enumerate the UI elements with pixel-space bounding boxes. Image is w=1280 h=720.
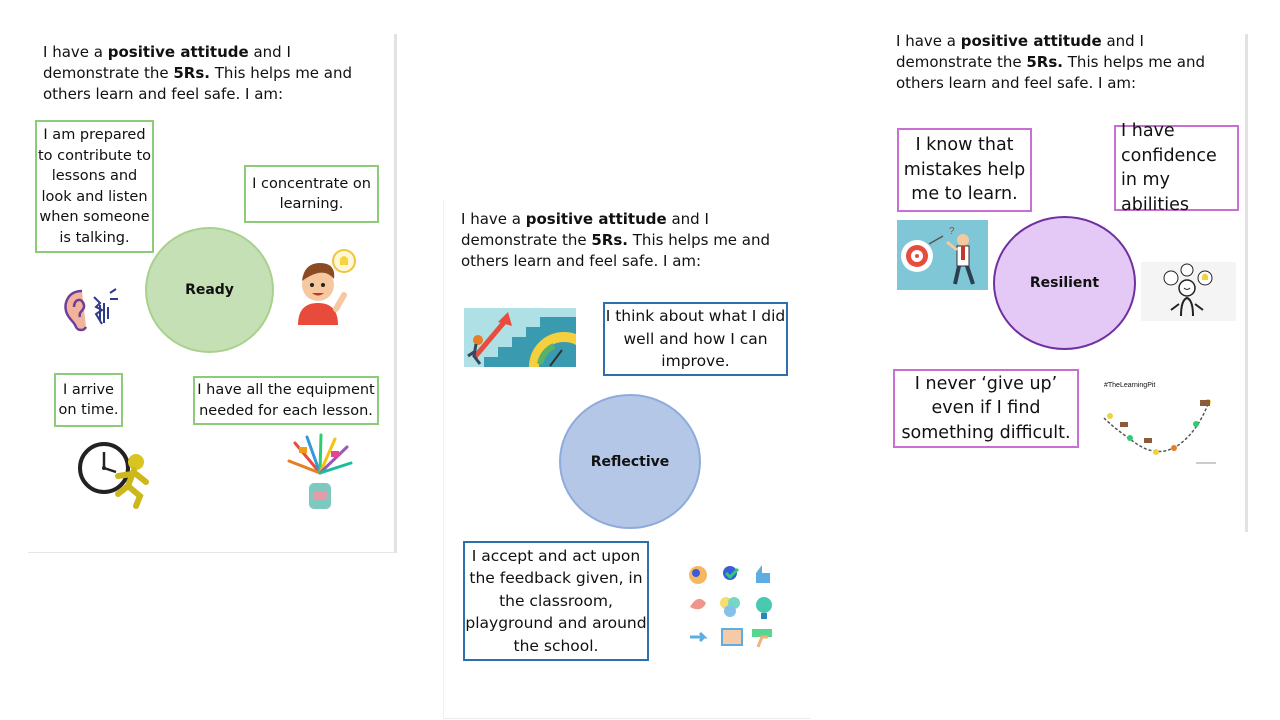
target-mistakes-icon: ? [897,220,988,290]
mistakes-box: I know that mistakes help me to learn. [897,128,1032,212]
resilient-circle: Resilient [993,216,1136,350]
intro-text-ready: I have a positive attitude and I demonst… [43,43,353,103]
school-supplies-icon [287,433,353,509]
concentrate-box: I concentrate on learning. [244,165,379,223]
stairs-progress-icon [464,308,576,367]
confidence-figure-icon [1141,262,1236,321]
svg-text:?: ? [949,226,955,237]
prepared-box: I am prepared to contribute to lessons a… [35,120,154,253]
learning-pit-icon: #TheLearningPit [1100,380,1224,470]
equipment-box: I have all the equipment needed for each… [193,376,379,425]
learning-pit-title: #TheLearningPit [1104,382,1156,389]
give-up-box: I never ‘give up’ even if I find somethi… [893,369,1079,448]
clock-running-icon [78,442,149,509]
ear-listening-icon [64,288,118,332]
boy-idea-icon [298,249,356,325]
reflective-circle: Reflective [559,394,701,529]
intro-text-reflective: I have a positive attitude and I demonst… [461,210,771,270]
arrive-box: I arrive on time. [54,373,123,427]
feedback-icons-grid [689,565,772,648]
confidence-box: I have confidence in my abilities [1114,121,1239,215]
intro-text-resilient: I have a positive attitude and I demonst… [896,32,1206,92]
think-box: I think about what I did well and how I … [603,302,788,376]
ready-circle: Ready [145,227,274,353]
feedback-box: I accept and act upon the feedback given… [463,541,649,661]
